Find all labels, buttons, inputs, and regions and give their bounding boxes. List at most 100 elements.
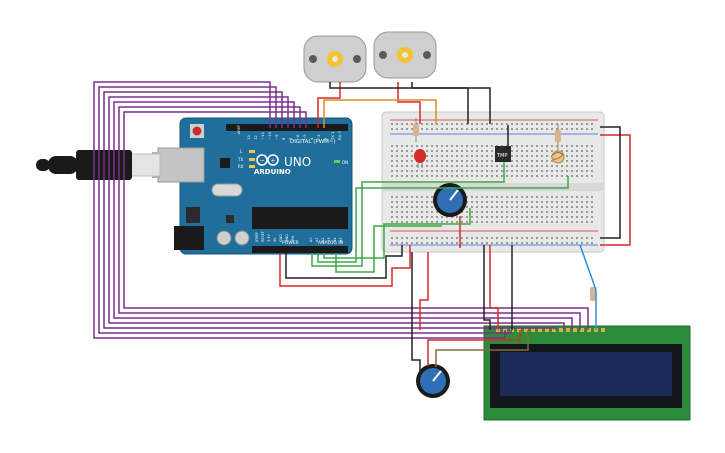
breadboard-hole	[401, 155, 403, 157]
breadboard-hole	[501, 165, 503, 167]
lcd-16x2[interactable]	[483, 325, 691, 421]
breadboard-hole	[566, 211, 568, 213]
breadboard-hole	[481, 206, 483, 208]
breadboard-hole	[396, 128, 398, 130]
breadboard-hole	[466, 165, 468, 167]
breadboard-hole	[451, 145, 453, 147]
breadboard-hole	[581, 155, 583, 157]
breadboard-hole	[526, 216, 528, 218]
breadboard-hole	[471, 206, 473, 208]
breadboard-hole	[571, 175, 573, 177]
breadboard-hole	[526, 237, 528, 239]
breadboard-hole	[526, 150, 528, 152]
arduino-logo: − +	[256, 154, 279, 166]
breadboard-hole	[461, 165, 463, 167]
breadboard-hole	[446, 145, 448, 147]
breadboard-hole	[541, 145, 543, 147]
breadboard-hole	[391, 206, 393, 208]
breadboard-hole	[446, 237, 448, 239]
breadboard-hole	[591, 201, 593, 203]
breadboard-hole	[531, 165, 533, 167]
breadboard-hole	[421, 237, 423, 239]
dc-motor-2[interactable]	[373, 31, 437, 79]
breadboard-hole	[411, 237, 413, 239]
reset-button[interactable]	[192, 126, 202, 136]
breadboard-hole	[411, 155, 413, 157]
breadboard-hole	[491, 145, 493, 147]
tx-led-label: TX	[237, 157, 243, 162]
breadboard-hole	[506, 175, 508, 177]
breadboard-hole	[501, 242, 503, 244]
breadboard-hole	[421, 221, 423, 223]
breadboard-hole	[436, 170, 438, 172]
breadboard-hole	[471, 201, 473, 203]
breadboard-hole	[581, 237, 583, 239]
breadboard-hole	[566, 242, 568, 244]
breadboard-hole	[531, 175, 533, 177]
breadboard-hole	[576, 201, 578, 203]
breadboard-hole	[406, 145, 408, 147]
power-analog-header	[252, 246, 348, 253]
breadboard-hole	[556, 175, 558, 177]
breadboard-hole	[411, 175, 413, 177]
breadboard-hole	[486, 155, 488, 157]
digital-pin-label: 12	[253, 135, 258, 140]
breadboard-hole	[546, 150, 548, 152]
breadboard-hole	[401, 160, 403, 162]
breadboard-hole	[516, 150, 518, 152]
potentiometer-breadboard[interactable]	[433, 183, 467, 217]
breadboard-hole	[506, 242, 508, 244]
breadboard-hole	[466, 150, 468, 152]
breadboard-hole	[461, 128, 463, 130]
breadboard-hole	[451, 221, 453, 223]
breadboard-hole	[391, 242, 393, 244]
breadboard-hole	[546, 128, 548, 130]
breadboard-hole	[436, 242, 438, 244]
breadboard-hole	[581, 201, 583, 203]
breadboard-hole	[516, 211, 518, 213]
wiring	[93, 81, 631, 375]
power-jack[interactable]	[174, 226, 204, 250]
breadboard-hole	[496, 201, 498, 203]
breadboard-hole	[516, 123, 518, 125]
analog-pin-label: A1	[315, 238, 319, 242]
breadboard-hole	[406, 196, 408, 198]
breadboard-hole	[421, 128, 423, 130]
digital-pin-label: 4	[309, 137, 314, 140]
breadboard-hole	[586, 237, 588, 239]
breadboard-hole	[541, 150, 543, 152]
breadboard-hole	[496, 211, 498, 213]
temperature-sensor: TMP	[495, 146, 511, 162]
breadboard-hole	[516, 145, 518, 147]
dc-motor-1[interactable]	[303, 35, 367, 83]
breadboard-hole	[561, 216, 563, 218]
breadboard-hole	[521, 196, 523, 198]
breadboard-hole	[511, 150, 513, 152]
breadboard-hole	[401, 196, 403, 198]
breadboard-hole	[446, 170, 448, 172]
breadboard-hole	[591, 145, 593, 147]
breadboard-hole	[451, 170, 453, 172]
digital-header	[226, 124, 348, 131]
breadboard-hole	[591, 155, 593, 157]
breadboard-hole	[481, 216, 483, 218]
breadboard-hole	[546, 196, 548, 198]
breadboard-hole	[396, 221, 398, 223]
breadboard-hole	[476, 211, 478, 213]
breadboard-hole	[501, 237, 503, 239]
lcd-pin	[573, 328, 577, 332]
breadboard-hole	[476, 242, 478, 244]
breadboard-hole	[431, 237, 433, 239]
breadboard-hole	[456, 216, 458, 218]
breadboard-hole	[541, 216, 543, 218]
breadboard-hole	[466, 211, 468, 213]
usb-port[interactable]	[157, 147, 205, 183]
breadboard-hole	[566, 145, 568, 147]
breadboard-hole	[531, 145, 533, 147]
breadboard-hole	[491, 196, 493, 198]
potentiometer-lcd-contrast[interactable]	[416, 364, 450, 398]
breadboard-hole	[471, 150, 473, 152]
breadboard-hole	[576, 211, 578, 213]
breadboard-hole	[436, 155, 438, 157]
